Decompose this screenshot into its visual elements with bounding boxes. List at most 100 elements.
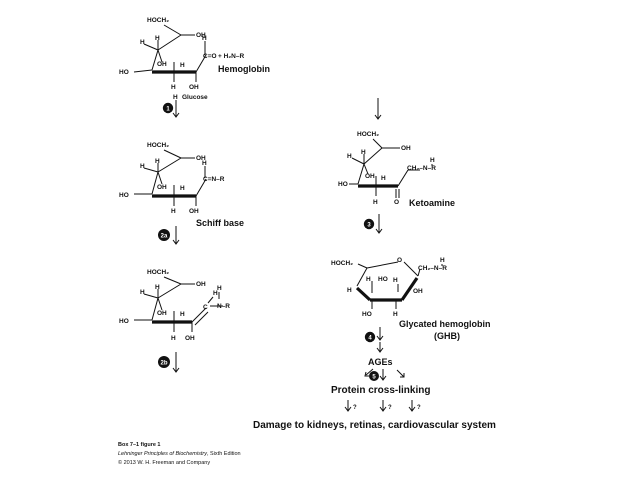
atom-oh: OH bbox=[157, 310, 167, 317]
step-badge-3 bbox=[363, 218, 375, 230]
atom-h: H bbox=[180, 185, 185, 192]
atom-ho: HO bbox=[338, 181, 348, 188]
step-badge-5 bbox=[369, 371, 379, 381]
atom-c: C bbox=[203, 304, 208, 311]
atom-h: H bbox=[373, 199, 378, 206]
atom-oh: OH bbox=[157, 184, 167, 191]
step-badge-4 bbox=[364, 331, 376, 343]
caption-copyright: © 2013 W. H. Freeman and Company bbox=[118, 459, 210, 466]
step-2a: 2a bbox=[158, 226, 180, 245]
atom-h: H bbox=[381, 175, 386, 182]
atom-h: H bbox=[155, 158, 160, 165]
label-protein-cross-linking: Protein cross-linking bbox=[331, 385, 430, 396]
atom-h: H bbox=[140, 289, 145, 296]
step-number-4: 4 bbox=[368, 335, 372, 341]
atom-oh: OH bbox=[189, 208, 199, 215]
step-5: 5 bbox=[364, 368, 405, 381]
atom-oh: OH bbox=[401, 145, 411, 152]
caption-source: Lehninger Principles of Biochemistry, Si… bbox=[118, 451, 241, 457]
atom-h: H bbox=[173, 94, 178, 101]
atom-h: H bbox=[393, 277, 398, 284]
atom-hoch2: HOCH₂ bbox=[357, 131, 379, 138]
atom-h: H bbox=[180, 62, 185, 69]
atom-oh: OH bbox=[365, 173, 375, 180]
amine-group: N–R bbox=[217, 303, 230, 310]
atom-oh: OH bbox=[413, 288, 423, 295]
step-badge-2a bbox=[158, 229, 170, 241]
atom-oh: OH bbox=[189, 84, 199, 91]
atom-ho: HO bbox=[119, 192, 129, 199]
step-number-1: 1 bbox=[166, 106, 170, 112]
step-3: 3 bbox=[363, 214, 383, 234]
atom-oh: OH bbox=[196, 155, 206, 162]
atom-h: H bbox=[430, 157, 435, 164]
step-2b: 2b bbox=[158, 352, 180, 373]
atom-h: H bbox=[361, 149, 366, 156]
atom-oh: OH bbox=[157, 61, 167, 68]
atom-ho: HO bbox=[362, 311, 372, 318]
imine-group: C=N–R bbox=[203, 176, 225, 183]
ketoamine-structure: HOCH₂ OH H H HO OH CH₂–N–R H H H O Ketoa… bbox=[338, 98, 455, 208]
label-ketoamine: Ketoamine bbox=[409, 198, 455, 208]
atom-h: H bbox=[140, 39, 145, 46]
label-damage: Damage to kidneys, retinas, cardiovascul… bbox=[253, 420, 496, 431]
atom-h: H bbox=[171, 208, 176, 215]
question-mark: ? bbox=[417, 405, 421, 411]
atom-o: O bbox=[394, 199, 399, 206]
caption-figure: Box 7–1 figure 1 bbox=[118, 442, 161, 448]
label-glycated-hemoglobin: Glycated hemoglobin bbox=[399, 319, 491, 329]
atom-h: H bbox=[171, 335, 176, 342]
enediol-structure: HOCH₂ OH H H HO OH H H OH C H H N–R bbox=[119, 269, 230, 342]
atom-hoch2: HOCH₂ bbox=[331, 260, 353, 267]
label-schiff-base: Schiff base bbox=[196, 218, 244, 228]
step-badge-1 bbox=[162, 102, 174, 114]
atom-oh: OH bbox=[196, 32, 206, 39]
atom-o: O bbox=[397, 257, 402, 264]
step-badge-2b bbox=[158, 356, 170, 368]
atom-h: H bbox=[366, 276, 371, 283]
atom-oh: OH bbox=[196, 281, 206, 288]
atom-h: H bbox=[202, 160, 207, 167]
atom-h: H bbox=[202, 35, 207, 42]
atom-ho: HO bbox=[119, 69, 129, 76]
step-number-5: 5 bbox=[372, 374, 376, 380]
question-mark: ? bbox=[388, 405, 392, 411]
step-number-2a: 2a bbox=[161, 233, 168, 239]
atom-hoch2: HOCH₂ bbox=[147, 17, 169, 24]
glycated-hemoglobin-structure: HOCH₂ O H H HO HO H H OH CH₂–N–R H Glyca… bbox=[331, 257, 491, 341]
ketoamine-side-chain: CH₂–N–R bbox=[407, 165, 436, 172]
step-1: 1 bbox=[162, 100, 180, 118]
atom-h: H bbox=[213, 290, 218, 297]
atom-h: H bbox=[217, 285, 222, 292]
schiff-base-structure: HOCH₂ OH H H HO OH H H OH H C=N–R Schiff… bbox=[119, 142, 244, 228]
atom-h: H bbox=[347, 153, 352, 160]
label-hemoglobin: Hemoglobin bbox=[218, 64, 270, 74]
uncertain-arrows: ? ? ? bbox=[344, 400, 421, 412]
atom-h: H bbox=[393, 311, 398, 318]
step-4: 4 bbox=[364, 327, 384, 353]
step-number-3: 3 bbox=[367, 222, 371, 228]
atom-h: H bbox=[440, 257, 445, 264]
atom-hoch2: HOCH₂ bbox=[147, 142, 169, 149]
amine-reactant: + H₂N–R bbox=[218, 53, 244, 60]
label-ages: AGEs bbox=[368, 357, 393, 367]
atom-ho: HO bbox=[119, 318, 129, 325]
glucose-structure: HOCH₂ OH H H HO OH H H OH H C=O + H₂N–R … bbox=[119, 17, 270, 101]
figure-caption: Box 7–1 figure 1 Lehninger Principles of… bbox=[118, 442, 241, 466]
atom-h: H bbox=[155, 284, 160, 291]
step-number-2b: 2b bbox=[160, 360, 167, 366]
atom-hoch2: HOCH₂ bbox=[147, 269, 169, 276]
atom-h: H bbox=[171, 84, 176, 91]
atom-oh: OH bbox=[185, 335, 195, 342]
ghb-side-chain: CH₂–N–R bbox=[418, 265, 447, 272]
atom-h: H bbox=[347, 287, 352, 294]
atom-h: H bbox=[155, 35, 160, 42]
aldehyde-group: C=O bbox=[203, 53, 217, 60]
label-glucose: Glucose bbox=[182, 94, 208, 101]
atom-ho: HO bbox=[378, 276, 388, 283]
label-ghb: (GHB) bbox=[434, 331, 460, 341]
question-mark: ? bbox=[353, 405, 357, 411]
atom-h: H bbox=[180, 311, 185, 318]
atom-h: H bbox=[140, 163, 145, 170]
